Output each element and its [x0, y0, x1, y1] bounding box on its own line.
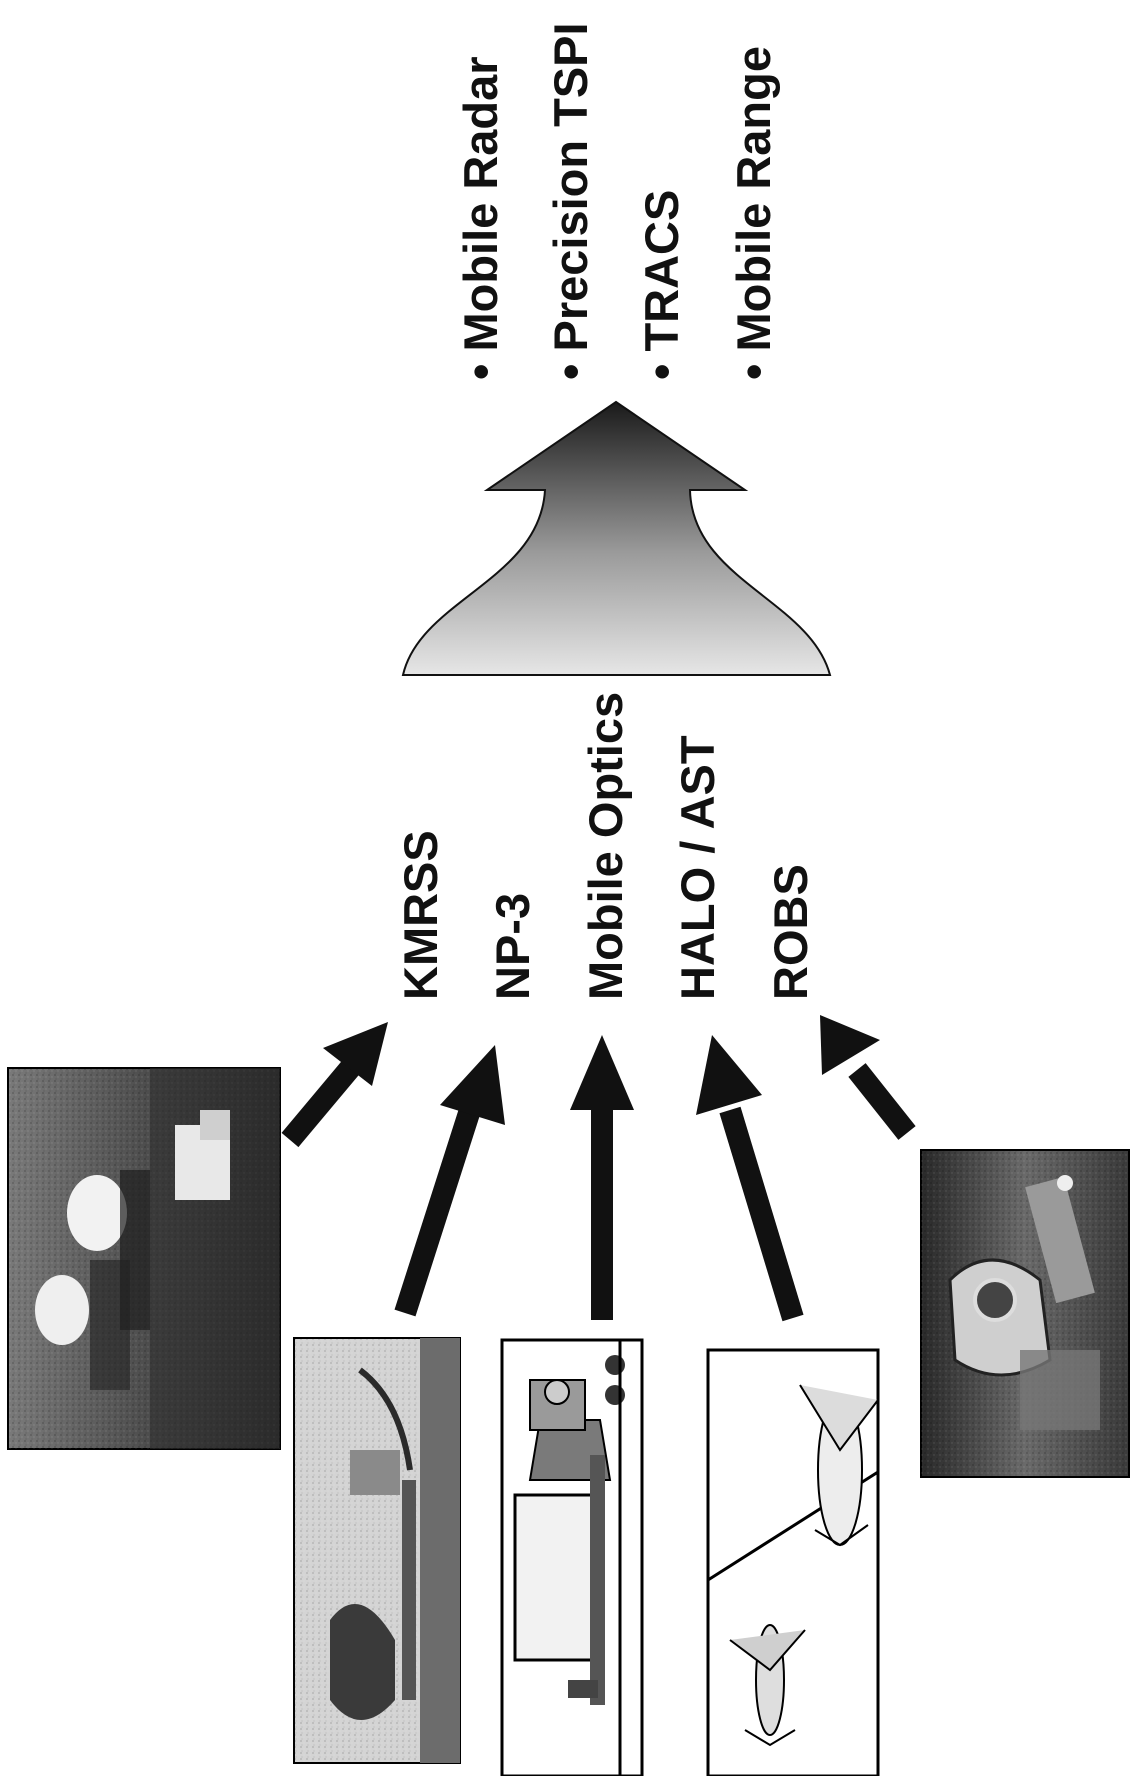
- label-halo-ast: HALO / AST: [671, 735, 724, 1000]
- arrow-kmrss: [281, 1022, 388, 1148]
- arrow-robs: [820, 1015, 916, 1140]
- label-np3: NP-3: [486, 893, 539, 1000]
- label-mobile-optics: Mobile Optics: [579, 692, 632, 1000]
- arrow-halo-ast: [696, 1035, 804, 1322]
- aircraft-tarmac-photo: [293, 1337, 461, 1764]
- radar-dome-icon: [35, 1175, 127, 1345]
- aircraft-drawing: [706, 1348, 880, 1776]
- arrow-mobile-optics: [570, 1035, 634, 1320]
- big-up-arrow: [401, 400, 832, 676]
- label-kmrss: KMRSS: [394, 830, 447, 1000]
- outcome-item-tracs: •TRACS: [635, 190, 688, 380]
- tracking-mount-photo: [920, 1149, 1130, 1478]
- label-robs: ROBS: [764, 864, 817, 1000]
- radar-domes-photo: [7, 1067, 281, 1450]
- source-labels: KMRSS NP-3 Mobile Optics HALO / AST ROBS: [394, 692, 817, 1000]
- arrow-np3: [394, 1045, 505, 1317]
- outcome-list: •Mobile Radar •Precision TSPI •TRACS •Mo…: [454, 22, 780, 380]
- source-arrows: [281, 1015, 916, 1322]
- outcome-item-precision-tspi: •Precision TSPI: [544, 22, 597, 380]
- mobile-optics-trailer-drawing: [500, 1338, 644, 1776]
- airplane-icon: [799, 1384, 879, 1547]
- airplane-icon: [729, 1624, 806, 1747]
- outcome-item-mobile-radar: •Mobile Radar: [454, 56, 507, 380]
- outcome-item-mobile-range: •Mobile Range: [727, 46, 780, 380]
